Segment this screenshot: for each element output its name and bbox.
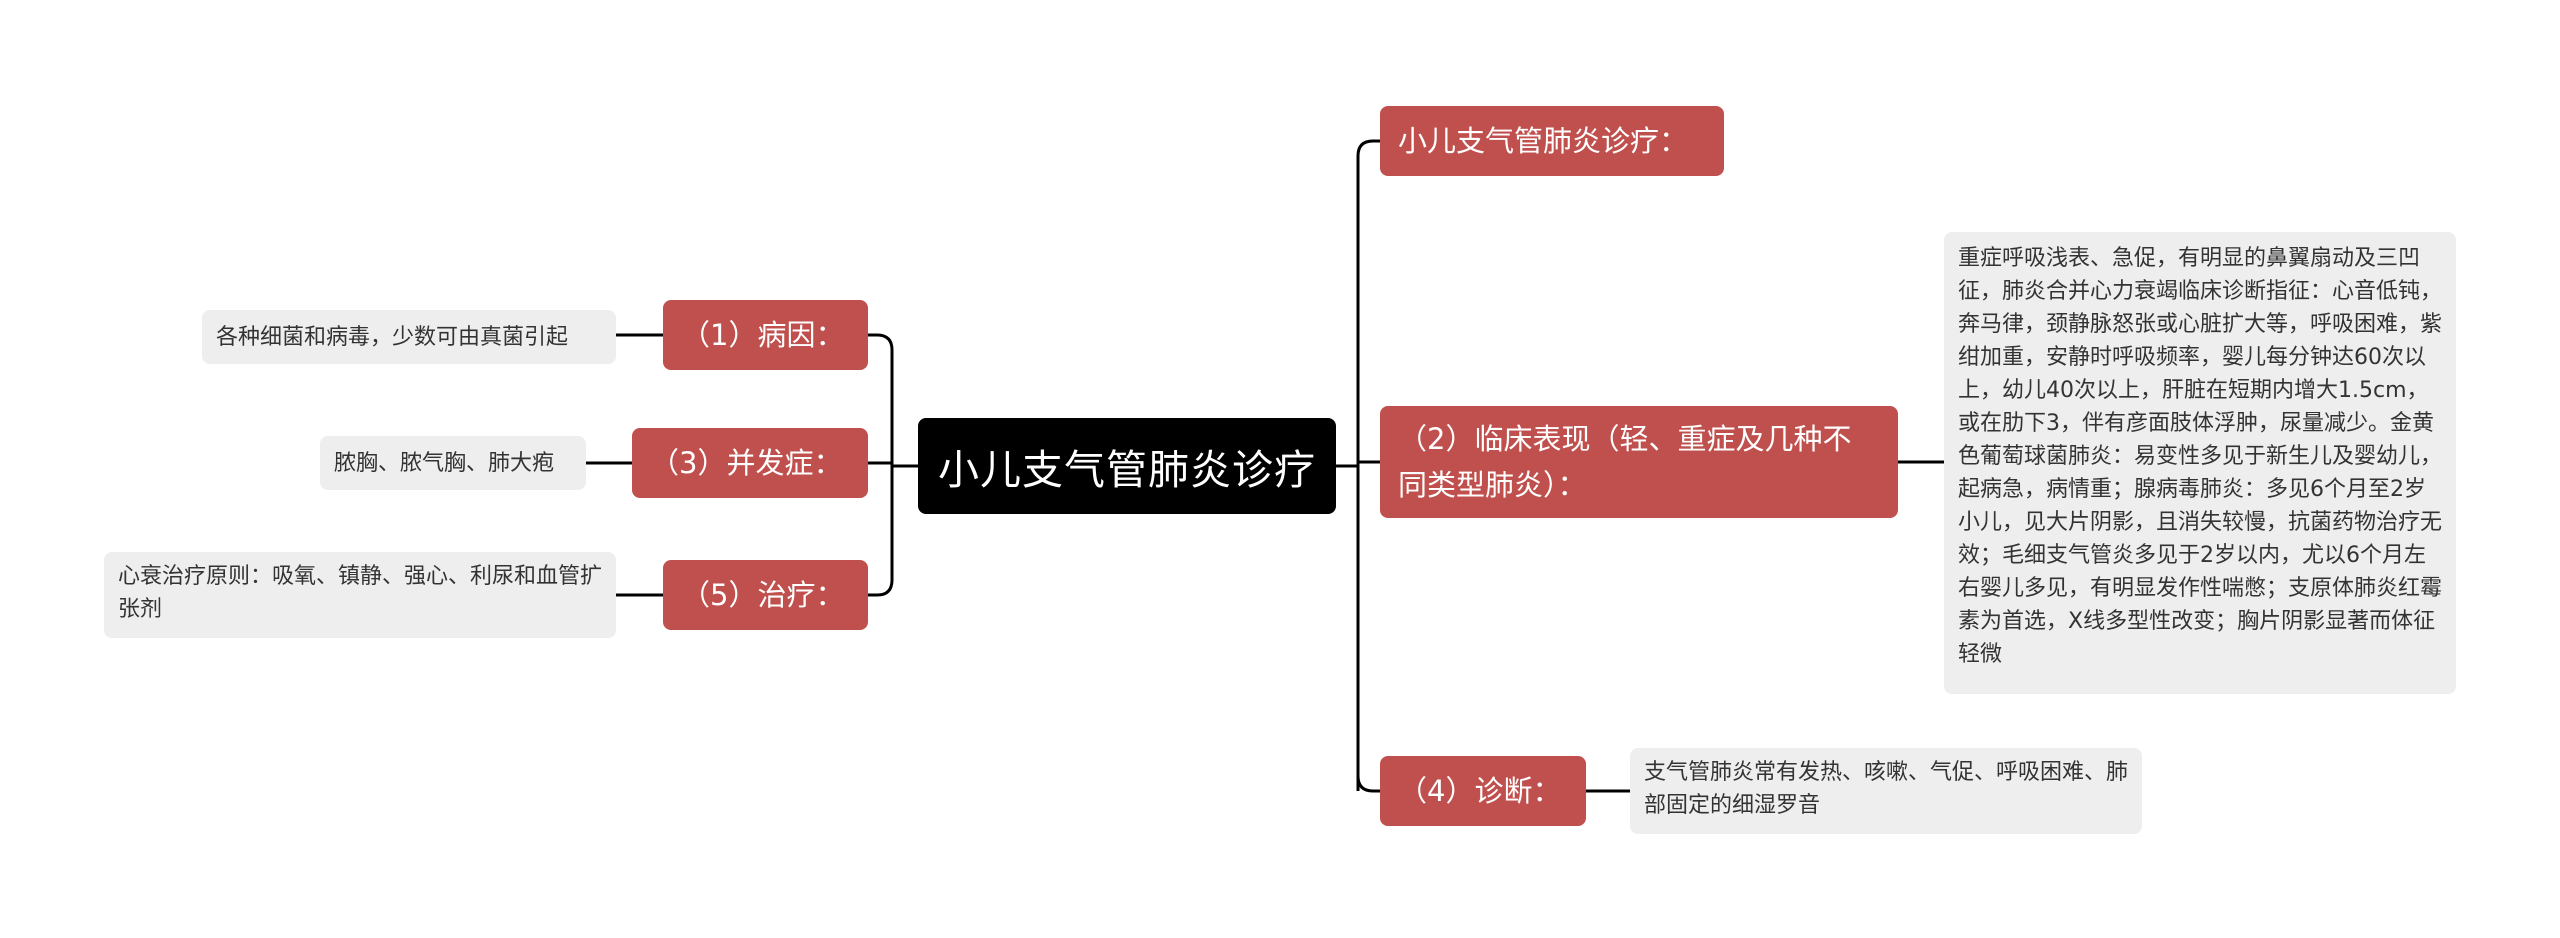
root-title: 小儿支气管肺炎诊疗 [938,446,1316,494]
branch-cause-label: （1）病因： [681,318,845,352]
root-topic[interactable]: 小儿支气管肺炎诊疗 [918,418,1336,514]
branch-clinical[interactable]: （2）临床表现（轻、重症及几种不同类型肺炎）： [1380,406,1898,518]
branch-diagnosis[interactable]: （4）诊断： [1380,756,1586,826]
branch-clinical-label: （2）临床表现（轻、重症及几种不同类型肺炎）： [1398,422,1852,502]
leaf-clinical-detail[interactable]: 重症呼吸浅表、急促，有明显的鼻翼扇动及三凹征，肺炎合并心力衰竭临床诊断指征：心音… [1944,232,2456,694]
leaf-treatment-text: 心衰治疗原则：吸氧、镇静、强心、利尿和血管扩张剂 [118,564,603,622]
branch-diagnosis-label: （4）诊断： [1398,774,1562,808]
branch-complications[interactable]: （3）并发症： [632,428,868,498]
leaf-complications-text: 脓胸、脓气胸、肺大疱 [334,450,555,476]
branch-complications-label: （3）并发症： [650,446,843,480]
branch-cause[interactable]: （1）病因： [663,300,868,370]
branch-treatment[interactable]: （5）治疗： [663,560,868,630]
connector-right-trunk [1356,139,1380,793]
branch-intro-label: 小儿支气管肺炎诊疗： [1398,124,1689,158]
leaf-diagnosis-text: 支气管肺炎常有发热、咳嗽、气促、呼吸困难、肺部固定的细湿罗音 [1644,760,2129,818]
branch-intro[interactable]: 小儿支气管肺炎诊疗： [1380,106,1724,176]
connector-left-trunk [868,333,894,597]
leaf-diagnosis-detail[interactable]: 支气管肺炎常有发热、咳嗽、气促、呼吸困难、肺部固定的细湿罗音 [1630,748,2142,834]
leaf-treatment-detail[interactable]: 心衰治疗原则：吸氧、镇静、强心、利尿和血管扩张剂 [104,552,616,638]
leaf-clinical-text: 重症呼吸浅表、急促，有明显的鼻翼扇动及三凹征，肺炎合并心力衰竭临床诊断指征：心音… [1958,246,2443,667]
leaf-cause-detail[interactable]: 各种细菌和病毒，少数可由真菌引起 [202,310,616,364]
leaf-complications-detail[interactable]: 脓胸、脓气胸、肺大疱 [320,436,586,490]
leaf-cause-text: 各种细菌和病毒，少数可由真菌引起 [216,324,569,350]
branch-treatment-label: （5）治疗： [681,578,845,612]
